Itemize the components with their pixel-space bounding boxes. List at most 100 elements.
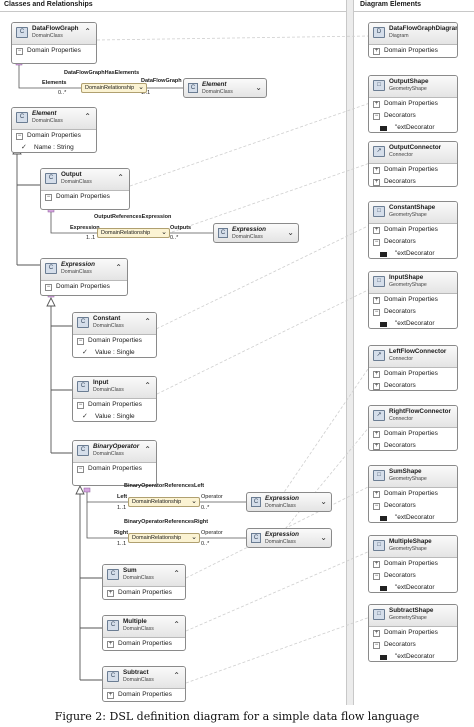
domain-properties-row[interactable]: − Domain Properties bbox=[73, 463, 156, 475]
shape-header[interactable]: ↗ RightFlowConnector Connector bbox=[369, 406, 457, 428]
domain-properties-row[interactable]: + Domain Properties bbox=[103, 638, 185, 650]
shape-header[interactable]: D DataFlowGraphDiagram Diagram bbox=[369, 23, 457, 45]
expand-icon[interactable]: − bbox=[45, 194, 52, 201]
domain-properties-row[interactable]: +Domain Properties bbox=[369, 164, 457, 176]
expand-icon[interactable]: + bbox=[373, 491, 380, 498]
outputconnector-shape[interactable]: ↗ OutputConnector Connector +Domain Prop… bbox=[368, 141, 458, 187]
expand-icon[interactable]: + bbox=[107, 692, 114, 699]
decorators-row[interactable]: −Decorators bbox=[369, 570, 457, 582]
domain-properties-row[interactable]: +Domain Properties bbox=[369, 224, 457, 236]
class-header[interactable]: C Expression DomainClass ⌃ bbox=[41, 259, 127, 281]
subtractshape-shape[interactable]: □ SubtractShape GeometryShape +Domain Pr… bbox=[368, 604, 458, 662]
input-class[interactable]: C Input DomainClass ⌃ − Domain Propertie… bbox=[72, 376, 157, 422]
collapse-icon[interactable]: − bbox=[373, 239, 380, 246]
collapse-icon[interactable]: − bbox=[16, 133, 23, 140]
collapse-icon[interactable]: − bbox=[77, 402, 84, 409]
domain-properties-row[interactable]: − Domain Properties bbox=[41, 281, 127, 293]
class-header[interactable]: C Input DomainClass ⌃ bbox=[73, 377, 156, 399]
shape-header[interactable]: □ OutputShape GeometryShape bbox=[369, 76, 457, 98]
inputshape-shape[interactable]: □ InputShape GeometryShape +Domain Prope… bbox=[368, 271, 458, 329]
constant-class[interactable]: C Constant DomainClass ⌃ − Domain Proper… bbox=[72, 312, 157, 358]
expand-icon[interactable]: + bbox=[373, 101, 380, 108]
decorators-row[interactable]: −Decorators bbox=[369, 639, 457, 651]
multiple-class[interactable]: C Multiple DomainClass ⌃ + Domain Proper… bbox=[102, 615, 186, 651]
expand-icon[interactable]: + bbox=[107, 590, 114, 597]
decorator-item[interactable]: "extDecorator bbox=[369, 651, 457, 661]
collapse-icon[interactable]: − bbox=[373, 113, 380, 120]
class-header[interactable]: C Constant DomainClass ⌃ bbox=[73, 313, 156, 335]
shape-header[interactable]: □ SubtractShape GeometryShape bbox=[369, 605, 457, 627]
decorators-row[interactable]: −Decorators bbox=[369, 500, 457, 512]
decorator-item[interactable]: "extDecorator bbox=[369, 582, 457, 592]
collapse-chevron-icon[interactable]: ⌃ bbox=[144, 445, 151, 454]
expand-icon[interactable]: + bbox=[373, 443, 380, 450]
chevron-down-icon[interactable]: ⌄ bbox=[255, 83, 262, 92]
domain-properties-row[interactable]: +Domain Properties bbox=[369, 294, 457, 306]
decorator-item[interactable]: "extDecorator bbox=[369, 122, 457, 132]
subtract-class[interactable]: C Subtract DomainClass ⌃ + Domain Proper… bbox=[102, 666, 186, 702]
domain-properties-row[interactable]: +Domain Properties bbox=[369, 558, 457, 570]
expand-icon[interactable]: + bbox=[373, 167, 380, 174]
has-elements-relationship[interactable]: DomainRelationship ⌄ bbox=[81, 83, 147, 93]
binaryoperator-right-relationship[interactable]: DomainRelationship ⌄ bbox=[128, 533, 200, 543]
domain-properties-row[interactable]: + Domain Properties bbox=[103, 587, 185, 599]
class-header[interactable]: C Sum DomainClass ⌃ bbox=[103, 565, 185, 587]
class-header[interactable]: C Multiple DomainClass ⌃ bbox=[103, 616, 185, 638]
swimlane-divider[interactable] bbox=[346, 0, 354, 705]
decorators-row[interactable]: +Decorators bbox=[369, 440, 457, 450]
expand-icon[interactable]: + bbox=[373, 561, 380, 568]
shape-header[interactable]: □ MultipleShape GeometryShape bbox=[369, 536, 457, 558]
domain-properties-row[interactable]: + Domain Properties bbox=[369, 45, 457, 57]
collapse-chevron-icon[interactable]: ⌃ bbox=[115, 263, 122, 272]
chevron-down-icon[interactable]: ⌄ bbox=[138, 84, 144, 91]
domain-properties-row[interactable]: − Domain Properties bbox=[12, 45, 96, 57]
expression-reference[interactable]: C Expression DomainClass ⌄ bbox=[246, 492, 332, 512]
expand-icon[interactable]: + bbox=[373, 227, 380, 234]
expression-reference[interactable]: C Expression DomainClass ⌄ bbox=[213, 223, 299, 243]
multipleshape-shape[interactable]: □ MultipleShape GeometryShape +Domain Pr… bbox=[368, 535, 458, 593]
expand-icon[interactable]: + bbox=[373, 297, 380, 304]
collapse-icon[interactable]: − bbox=[77, 338, 84, 345]
chevron-down-icon[interactable]: ⌄ bbox=[161, 229, 167, 236]
constantshape-shape[interactable]: □ ConstantShape GeometryShape +Domain Pr… bbox=[368, 201, 458, 259]
output-references-relationship[interactable]: DomainRelationship ⌄ bbox=[97, 228, 170, 238]
collapse-chevron-icon[interactable]: ⌃ bbox=[84, 112, 91, 121]
dataflowgraph-class[interactable]: C DataFlowGraph DomainClass ⌃ − Domain P… bbox=[11, 22, 97, 64]
expression-reference[interactable]: C Expression DomainClass ⌄ bbox=[246, 528, 332, 548]
property-row[interactable]: ✓ Value : Single bbox=[73, 411, 156, 421]
expression-class[interactable]: C Expression DomainClass ⌃ − Domain Prop… bbox=[40, 258, 128, 296]
expand-icon[interactable]: − bbox=[16, 48, 23, 55]
outputshape-shape[interactable]: □ OutputShape GeometryShape +Domain Prop… bbox=[368, 75, 458, 133]
domain-properties-row[interactable]: +Domain Properties bbox=[369, 627, 457, 639]
collapse-chevron-icon[interactable]: ⌃ bbox=[84, 27, 91, 36]
expand-icon[interactable]: + bbox=[373, 431, 380, 438]
shape-header[interactable]: ↗ OutputConnector Connector bbox=[369, 142, 457, 164]
element-class[interactable]: C Element DomainClass ⌃ − Domain Propert… bbox=[11, 107, 97, 153]
chevron-down-icon[interactable]: ⌄ bbox=[191, 498, 197, 505]
decorators-row[interactable]: −Decorators bbox=[369, 236, 457, 248]
expand-icon[interactable]: − bbox=[45, 284, 52, 291]
domain-properties-row[interactable]: − Domain Properties bbox=[12, 130, 96, 142]
shape-header[interactable]: □ InputShape GeometryShape bbox=[369, 272, 457, 294]
collapse-icon[interactable]: − bbox=[373, 642, 380, 649]
class-header[interactable]: C BinaryOperator DomainClass ⌃ bbox=[73, 441, 156, 463]
collapse-chevron-icon[interactable]: ⌃ bbox=[173, 671, 180, 680]
collapse-icon[interactable]: − bbox=[373, 309, 380, 316]
collapse-chevron-icon[interactable]: ⌃ bbox=[117, 173, 124, 182]
dataflowgraphdiagram-shape[interactable]: D DataFlowGraphDiagram Diagram + Domain … bbox=[368, 22, 458, 58]
collapse-chevron-icon[interactable]: ⌃ bbox=[173, 569, 180, 578]
expand-icon[interactable]: + bbox=[373, 179, 380, 186]
domain-properties-row[interactable]: +Domain Properties bbox=[369, 98, 457, 110]
domain-properties-row[interactable]: +Domain Properties bbox=[369, 368, 457, 380]
expand-icon[interactable]: + bbox=[373, 371, 380, 378]
domain-properties-row[interactable]: + Domain Properties bbox=[103, 689, 185, 701]
domain-properties-row[interactable]: +Domain Properties bbox=[369, 488, 457, 500]
property-row[interactable]: ✓ Value : Single bbox=[73, 347, 156, 357]
decorator-item[interactable]: "extDecorator bbox=[369, 248, 457, 258]
collapse-icon[interactable]: − bbox=[373, 573, 380, 580]
sum-class[interactable]: C Sum DomainClass ⌃ + Domain Properties bbox=[102, 564, 186, 600]
property-row[interactable]: ✓ Name : String bbox=[12, 142, 96, 152]
shape-header[interactable]: ↗ LeftFlowConnector Connector bbox=[369, 346, 457, 368]
decorators-row[interactable]: −Decorators bbox=[369, 110, 457, 122]
class-header[interactable]: C Element DomainClass ⌃ bbox=[12, 108, 96, 130]
